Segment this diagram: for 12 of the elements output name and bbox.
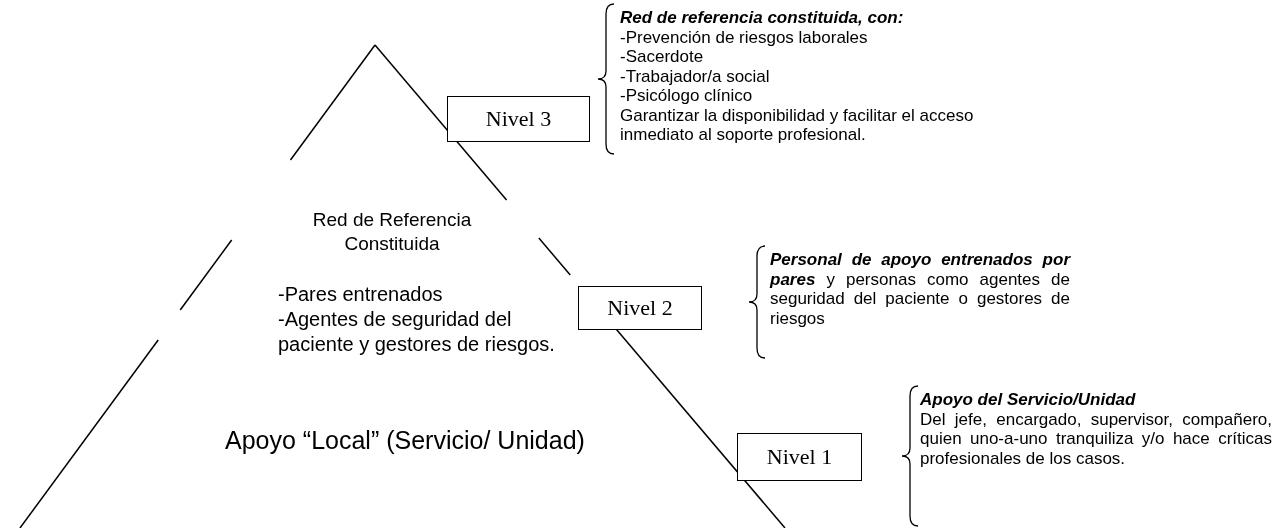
description-text: Personal de apoyo entrenados por pares y personas como agentes de seguridad del paciente o gestores de riesgos — [770, 250, 1070, 328]
description-heading: Red de referencia constituida, con: — [620, 8, 905, 28]
description-text: Garantizar la disponibilidad y facilitar el acceso inmediato al soporte profesional. — [620, 105, 975, 145]
description-text: -Prevención de riesgos laborales — [620, 27, 869, 47]
description-text: -Trabajador/a social — [620, 66, 771, 86]
level-box: Nivel 3 — [447, 96, 590, 142]
level-box: Nivel 2 — [578, 286, 702, 330]
description-text: -Sacerdote — [620, 47, 705, 67]
description-heading: Apoyo del Servicio/Unidad — [920, 390, 1137, 410]
description-text: -Psicólogo clínico — [620, 86, 754, 106]
description-text: Del jefe, encargado, supervisor, compañero, quien uno-a-uno tranquiliza y/o hace críticas profesionales de los casos. — [920, 409, 1272, 468]
level-box: Nivel 1 — [737, 433, 862, 481]
